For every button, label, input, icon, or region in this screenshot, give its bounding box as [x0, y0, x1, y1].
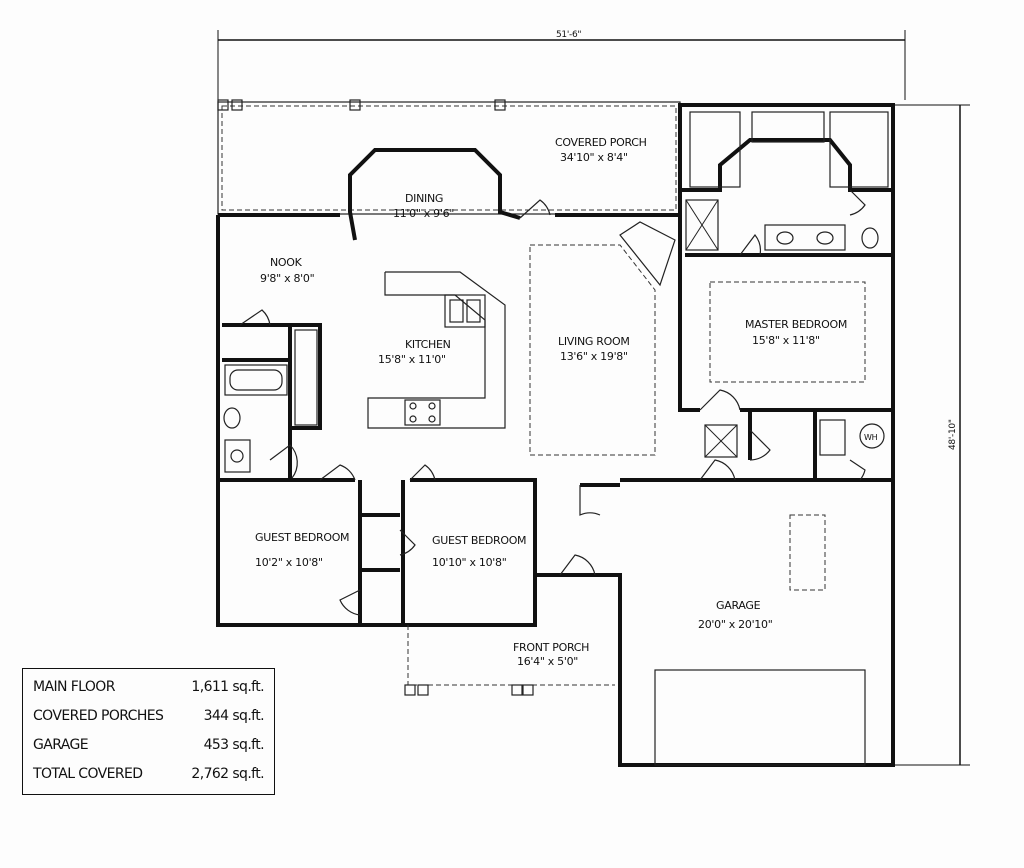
area-label: TOTAL COVERED [33, 766, 143, 782]
area-value: 344 sq.ft. [203, 708, 265, 724]
covered-porch-name: COVERED PORCH [555, 136, 647, 149]
water-heater-label: WH [864, 433, 878, 442]
master-bedroom-size: 15'8" x 11'8" [752, 334, 820, 347]
nook-name: NOOK [270, 256, 303, 269]
master-bedroom-name: MASTER BEDROOM [745, 318, 847, 331]
kitchen-size: 15'8" x 11'0" [378, 353, 446, 366]
guest-bedroom-1-name: GUEST BEDROOM [255, 531, 349, 544]
living-room-ceiling [529, 244, 656, 456]
covered-porch [217, 99, 681, 215]
area-row: GARAGE 453 sq.ft. [33, 731, 265, 760]
covered-porch-size: 34'10" x 8'4" [560, 151, 628, 164]
area-value: 453 sq.ft. [203, 737, 265, 753]
area-value: 1,611 sq.ft. [191, 679, 264, 695]
living-room-size: 13'6" x 19'8" [560, 350, 628, 363]
kitchen-fixtures [367, 271, 506, 429]
area-label: GARAGE [33, 737, 89, 753]
kitchen-name: KITCHEN [405, 338, 451, 351]
hall-bath [223, 329, 318, 473]
dining-name: DINING [405, 192, 443, 205]
exterior-walls [216, 103, 895, 767]
garage-size: 20'0" x 20'10" [698, 618, 772, 631]
doors [239, 189, 866, 616]
area-label: MAIN FLOOR [33, 679, 115, 695]
overall-width-dimension: 51'-6" [556, 30, 581, 40]
front-porch-size: 16'4" x 5'0" [517, 655, 578, 668]
dining-size: 11'0" x 9'6" [393, 207, 454, 220]
garage-door [654, 669, 866, 766]
front-porch-name: FRONT PORCH [513, 641, 589, 654]
dimension-lines [217, 30, 970, 766]
area-value: 2,762 sq.ft. [191, 766, 264, 782]
guest-bedroom-2-name: GUEST BEDROOM [432, 534, 526, 547]
utility-area [704, 419, 885, 458]
master-bath [685, 111, 889, 251]
master-tray-ceiling [709, 281, 866, 383]
area-row: COVERED PORCHES 344 sq.ft. [33, 702, 265, 731]
fireplace [619, 221, 676, 287]
room-labels: COVERED PORCH 34'10" x 8'4" DINING 11'0"… [255, 136, 847, 668]
nook-size: 9'8" x 8'0" [260, 272, 314, 285]
attic-access [789, 514, 826, 591]
living-room-name: LIVING ROOM [558, 335, 630, 348]
area-row: TOTAL COVERED 2,762 sq.ft. [33, 760, 265, 789]
front-porch [404, 625, 615, 696]
guest-bedroom-2-size: 10'10" x 10'8" [432, 556, 506, 569]
area-row: MAIN FLOOR 1,611 sq.ft. [33, 673, 265, 702]
area-label: COVERED PORCHES [33, 708, 164, 724]
guest-bedroom-1-size: 10'2" x 10'8" [255, 556, 323, 569]
garage-name: GARAGE [716, 599, 761, 612]
overall-depth-dimension: 48'-10" [948, 419, 958, 450]
area-summary-table: MAIN FLOOR 1,611 sq.ft. COVERED PORCHES 34… [22, 668, 275, 795]
